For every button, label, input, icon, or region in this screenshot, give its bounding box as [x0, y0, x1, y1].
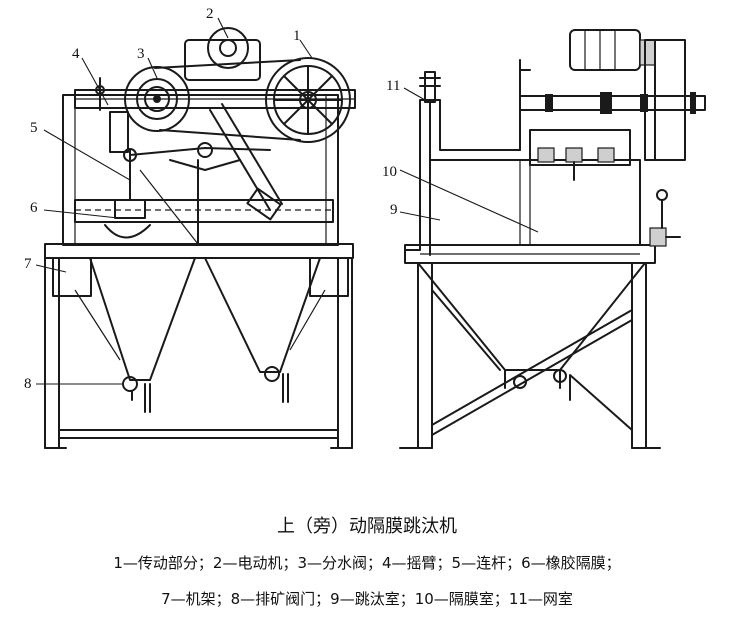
- callout-1: 1: [293, 28, 301, 44]
- legend-line-2: 7—机架；8—排矿阀门；9—跳汰室；10—隔膜室；11—网室: [161, 590, 573, 608]
- water-valve: [124, 66, 190, 132]
- motor: [184, 27, 261, 81]
- callout-10: 10: [382, 164, 397, 180]
- callout-2: 2: [206, 6, 214, 22]
- callout-5: 5: [30, 120, 38, 136]
- callout-6: 6: [30, 200, 38, 216]
- callout-7: 7: [24, 256, 32, 272]
- callout-4: 4: [72, 46, 80, 62]
- callout-8: 8: [24, 376, 32, 392]
- jig-machine-diagram: 1 2 3 4 5 6 7 8 9 10 11: [24, 6, 706, 449]
- callout-11: 11: [386, 78, 400, 94]
- figure-title: 上（旁）动隔膜跳汰机: [277, 516, 457, 537]
- front-view: [44, 27, 356, 449]
- callout-9: 9: [390, 202, 398, 218]
- side-view: [399, 29, 706, 449]
- callout-3: 3: [137, 46, 145, 62]
- leader-lines: [35, 17, 539, 385]
- drive-pulley: [265, 57, 351, 143]
- legend-line-1: 1—传动部分；2—电动机；3—分水阀；4—摇臂；5—连杆；6—橡胶隔膜；: [113, 554, 621, 572]
